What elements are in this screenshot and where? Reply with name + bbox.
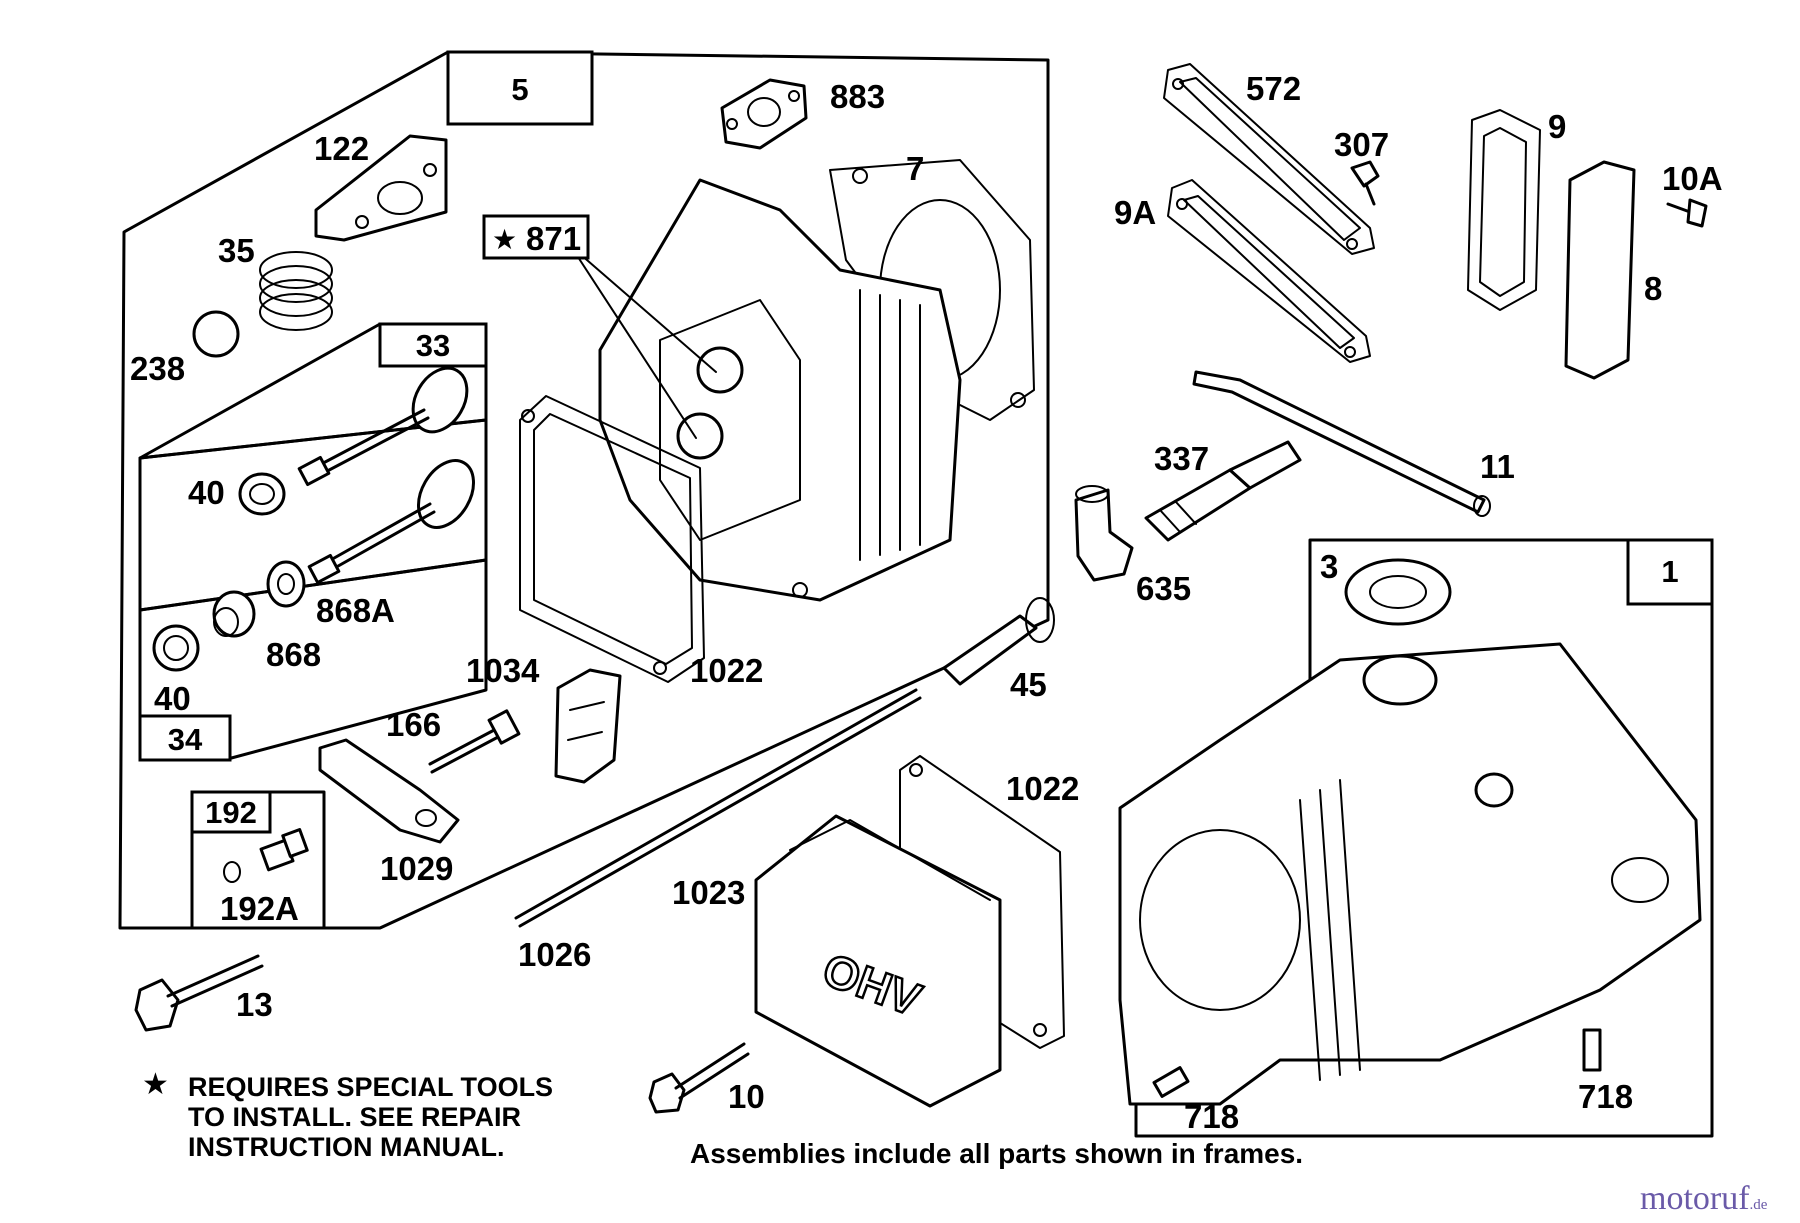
part-label-868a: 868A: [316, 592, 395, 629]
intake-valve-drawing: [307, 459, 475, 585]
valve-cap-drawing: [192, 310, 240, 358]
part-label-45: 45: [1010, 666, 1047, 703]
part-label-10: 10: [728, 1078, 765, 1115]
rocker-arm-drawing: [318, 738, 460, 844]
dowel-pin-left-drawing: [1152, 1066, 1190, 1098]
vent-tube-drawing: [1192, 370, 1491, 517]
part-label-35: 35: [218, 232, 255, 269]
watermark-brand: motoruf: [1640, 1180, 1750, 1217]
star-icon: ★: [142, 1068, 169, 1101]
part-label-1029: 1029: [380, 850, 453, 887]
part-labels: 122 35 238 40 868A 868 40 883 7 1022 103…: [130, 70, 1723, 1135]
frame-box-34: [138, 714, 232, 762]
part-label-1023: 1023: [672, 874, 745, 911]
part-label-718-right: 718: [1578, 1078, 1633, 1115]
frame-box-1: [1626, 538, 1714, 606]
part-label-9: 9: [1548, 108, 1566, 145]
spark-plug-boot-drawing: [1074, 485, 1134, 582]
rocker-stud-drawing: [428, 709, 521, 774]
screw-10a-drawing: [1666, 198, 1708, 228]
cover-gasket-drawing: [1467, 109, 1541, 311]
part-label-1022-upper: 1022: [690, 652, 763, 689]
special-tool-label: ★ 871: [482, 214, 590, 260]
part-label-40-upper: 40: [188, 474, 225, 511]
breather-tube-drawing: [942, 597, 1055, 686]
fitting-drawing: [223, 828, 309, 883]
bolt-13-drawing: [134, 954, 264, 1032]
push-rod-drawing: [514, 688, 922, 928]
frame-label-192: 192: [205, 795, 257, 830]
cylinder-block-drawing: [1118, 642, 1702, 1106]
part-label-166: 166: [386, 706, 441, 743]
part-label-40-lower: 40: [154, 680, 191, 717]
part-label-635: 635: [1136, 570, 1191, 607]
valve-seal-drawing: [212, 590, 256, 638]
part-label-238: 238: [130, 350, 185, 387]
note-line-2: TO INSTALL. SEE REPAIR: [188, 1102, 522, 1132]
frame-label-34: 34: [168, 722, 203, 757]
assemblies-note: Assemblies include all parts shown in fr…: [690, 1138, 1304, 1169]
part-label-7: 7: [906, 150, 924, 187]
frame-cylinder-head-assembly: 5: [118, 50, 1050, 930]
muffler-gasket-drawing: [1163, 63, 1375, 255]
watermark-logo: motoruf.de: [1640, 1180, 1767, 1218]
frame-valve-assembly-34: 34: [138, 418, 488, 762]
part-label-718-left: 718: [1184, 1098, 1239, 1135]
part-label-9a: 9A: [1114, 194, 1156, 231]
bolt-10-drawing: [648, 1042, 750, 1114]
watermark-suffix: .de: [1749, 1197, 1768, 1213]
rocker-gasket-upper-drawing: [519, 395, 705, 683]
frame-box-192: [190, 790, 272, 834]
frame-box-33: [378, 322, 488, 368]
exhaust-valve-drawing: [297, 366, 469, 487]
exhaust-gasket-drawing: [1167, 179, 1371, 363]
part-label-337: 337: [1154, 440, 1209, 477]
part-label-1026: 1026: [518, 936, 591, 973]
valve-keeper-upper-drawing: [238, 472, 286, 516]
frame-label-5: 5: [511, 72, 528, 107]
star-icon: ★: [492, 223, 517, 256]
part-label-8: 8: [1644, 270, 1662, 307]
note-line-3: INSTRUCTION MANUAL.: [188, 1132, 505, 1162]
oil-seal-drawing: [1344, 558, 1452, 626]
part-label-572: 572: [1246, 70, 1301, 107]
frame-fitting-assembly-192: 192: [190, 790, 326, 930]
rocker-guide-plate-drawing: [554, 668, 622, 784]
part-label-871: 871: [526, 220, 581, 257]
note-line-1: REQUIRES SPECIAL TOOLS: [188, 1072, 554, 1102]
frame-box-5: [446, 50, 594, 126]
part-label-1034: 1034: [466, 652, 540, 689]
part-label-868: 868: [266, 636, 321, 673]
frame-label-1: 1: [1661, 554, 1678, 589]
frame-valve-assembly-33: 33: [138, 322, 488, 460]
part-label-13: 13: [236, 986, 273, 1023]
part-label-883: 883: [830, 78, 885, 115]
part-label-307: 307: [1334, 126, 1389, 163]
valve-keeper-lower-drawing: [152, 624, 200, 672]
cylinder-head-drawing: [598, 178, 962, 602]
part-label-10a: 10A: [1662, 160, 1723, 197]
part-label-122: 122: [314, 130, 369, 167]
intake-gasket-drawing: [720, 78, 808, 150]
dowel-pin-right-drawing: [1582, 1028, 1602, 1072]
part-label-192a: 192A: [220, 890, 299, 927]
frame-label-33: 33: [416, 328, 450, 363]
valve-spring-drawing: [259, 251, 333, 331]
special-tool-leader: [575, 253, 717, 439]
cover-plate-drawing: [1564, 160, 1636, 380]
screw-307-drawing: [1350, 160, 1380, 206]
spark-plug-drawing: [1144, 440, 1302, 542]
frame-cylinder-assembly: 1: [1134, 538, 1714, 1138]
special-tools-note: ★ REQUIRES SPECIAL TOOLS TO INSTALL. SEE…: [142, 1070, 554, 1163]
part-label-1022-lower: 1022: [1006, 770, 1079, 807]
part-label-3: 3: [1320, 548, 1338, 585]
washer-drawing: [266, 560, 306, 608]
bracket-drawing: [314, 134, 448, 242]
part-label-11: 11: [1480, 448, 1515, 485]
rocker-cover-drawing: OHV: [754, 814, 1002, 1108]
